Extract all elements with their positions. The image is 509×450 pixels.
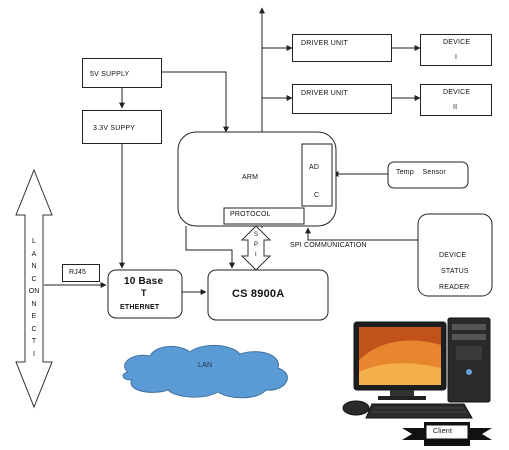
lan-connection-arrow: [15, 168, 53, 409]
lan-connection-label: L A N C ON N E C T I: [20, 236, 48, 361]
supply-5v-block: 5V SUPPLY: [82, 58, 162, 88]
spi-letter-i: I: [255, 252, 257, 258]
lan-letter: L: [32, 238, 36, 245]
rj45-block: RJ45: [62, 264, 100, 282]
supply-3v3-block: 3.3V SUPPY: [82, 110, 162, 144]
lan-cloud-label: LAN: [198, 362, 213, 369]
client-label: Client: [433, 428, 453, 435]
lan-letter: N: [31, 263, 37, 270]
status-reader-line-2: STATUS: [441, 268, 469, 275]
lan-letter: C: [31, 275, 37, 283]
ethernet-line-2: T: [141, 288, 147, 298]
supply5v-to-arm: [162, 71, 229, 133]
device-1-block: DEVICE I: [420, 34, 492, 66]
lan-letter: E: [31, 313, 37, 320]
device-1-number: I: [455, 54, 458, 61]
arm-block: [177, 131, 337, 227]
spi-letter-p: P: [254, 242, 259, 248]
driver-unit-2-block: DRIVER UNIT: [292, 84, 392, 114]
status-reader-line-3: READER: [439, 284, 470, 291]
driver-unit-1-label: DRIVER UNIT: [301, 40, 348, 47]
lan-letter: I: [33, 350, 35, 358]
ethernet-line-3: ETHERNET: [120, 304, 160, 311]
status-reader-line-1: DEVICE: [439, 252, 467, 259]
rj45-label: RJ45: [69, 269, 87, 276]
supply-3v3-label: 3.3V SUPPY: [93, 125, 136, 132]
client-computer-image: [342, 317, 491, 419]
cs8900a-block: [207, 269, 329, 321]
lan-cloud: [122, 345, 288, 399]
temp-sensor-block: [387, 161, 469, 189]
arm-to-cs8900a: [185, 226, 235, 269]
adc-label-c: C: [314, 192, 320, 199]
driver-unit-2-label: DRIVER UNIT: [301, 90, 348, 97]
lan-letter: ON: [28, 288, 40, 295]
adc-label-ad: AD: [309, 164, 320, 171]
protocol-label: PROTOCOL: [230, 211, 271, 218]
device-1-label: DEVICE: [443, 39, 471, 46]
arm-label: ARM: [242, 174, 259, 181]
temp-sensor-label: Temp Sensor: [396, 169, 446, 176]
device-2-label: DEVICE: [443, 89, 471, 96]
reader-to-protocol: [305, 227, 418, 241]
lan-letter: T: [31, 338, 37, 345]
device-2-number: II: [453, 104, 458, 111]
lan-letter: A: [31, 250, 37, 258]
lan-letter: C: [31, 325, 37, 333]
cs8900a-label: CS 8900A: [232, 288, 285, 300]
device-2-block: DEVICE II: [420, 84, 492, 116]
adc-block: [301, 143, 333, 207]
ethernet-block: [107, 269, 183, 319]
driver-unit-1-block: DRIVER UNIT: [292, 34, 392, 62]
lan-letter: N: [31, 300, 37, 308]
status-reader-block: [417, 213, 493, 297]
protocol-block: [223, 207, 305, 225]
ethernet-line-1: 10 Base: [124, 276, 164, 287]
spi-communication-label: SPI COMMUNICATION: [290, 242, 367, 249]
spi-letter-s: S: [254, 232, 259, 238]
supply-5v-label: 5V SUPPLY: [90, 71, 130, 78]
